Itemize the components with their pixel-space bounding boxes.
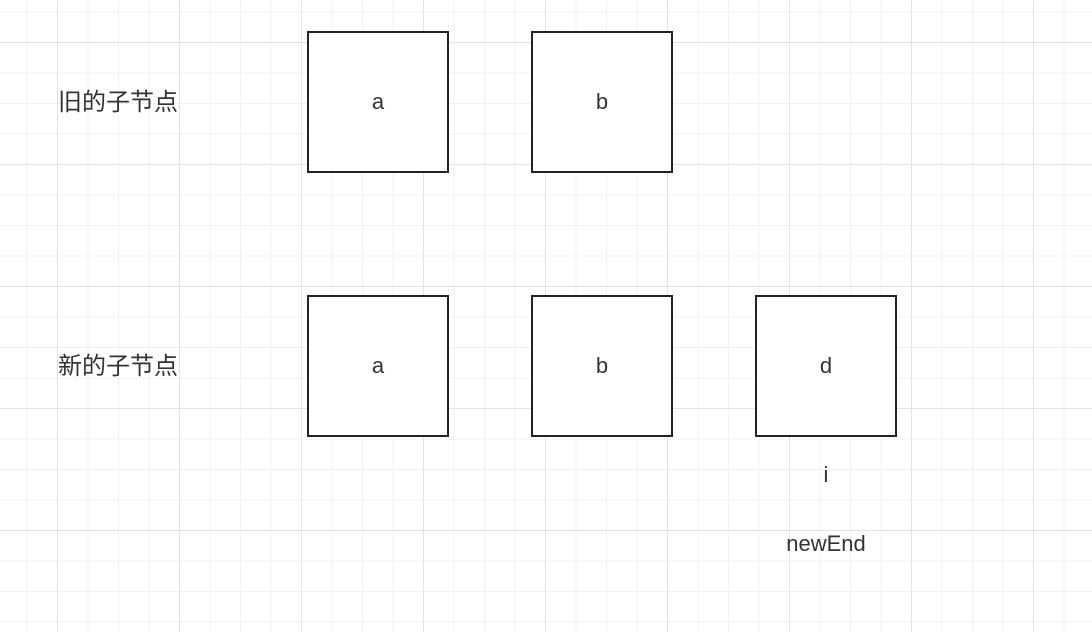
new-node-b-key: b [595, 353, 609, 378]
old-node-b[interactable]: b [531, 31, 673, 173]
new-node-d-key: d [819, 353, 833, 378]
old-node-a[interactable]: a [307, 31, 449, 173]
old-node-a-key: a [371, 89, 385, 114]
new-node-a[interactable]: a [307, 295, 449, 437]
new-end-pointer-label: newEnd [786, 531, 866, 556]
new-node-b[interactable]: b [531, 295, 673, 437]
new-node-d[interactable]: d [755, 295, 897, 437]
index-pointer-label: i [823, 462, 829, 487]
old-children-label: 旧的子节点 [58, 88, 178, 116]
old-node-b-key: b [595, 89, 609, 114]
new-node-a-key: a [371, 353, 385, 378]
new-children-label: 新的子节点 [58, 352, 178, 380]
